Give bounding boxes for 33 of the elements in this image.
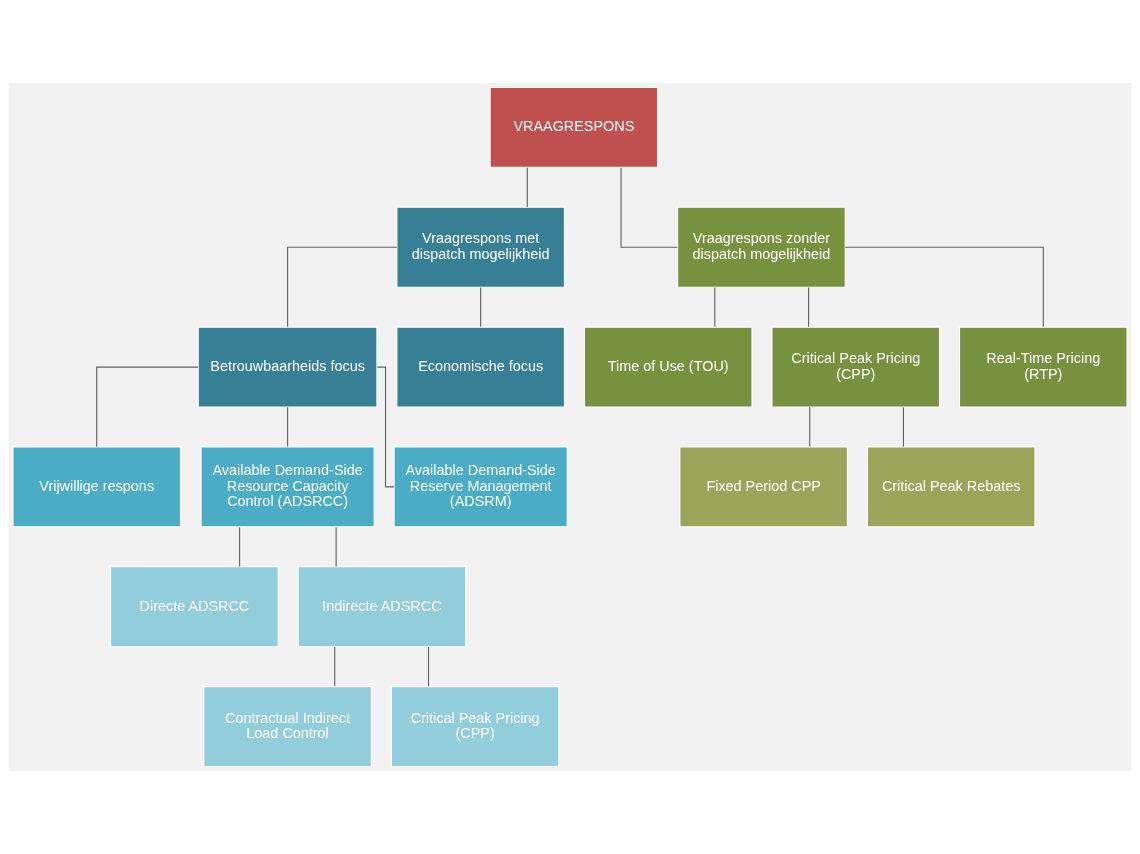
- connector: [287, 406, 289, 448]
- connector: [287, 246, 398, 328]
- connector: [480, 286, 482, 328]
- connector: [808, 286, 810, 328]
- node-box: VRAAGRESPONS: [489, 86, 659, 168]
- node-box: Fixed Period CPP: [679, 446, 848, 528]
- connector: [620, 167, 678, 248]
- node-box: Betrouwbaarheids focus: [197, 326, 378, 408]
- connector: [844, 246, 1044, 328]
- connector: [809, 406, 811, 448]
- connector: [526, 167, 528, 208]
- node-box: Indirecte ADSRCC: [297, 566, 467, 648]
- connector: [902, 406, 904, 448]
- connector: [239, 526, 241, 567]
- node-box: Available Demand-Side Reserve Management (ADSRM): [393, 446, 568, 528]
- node-box: Critical Peak Pricing (CPP): [771, 326, 941, 408]
- node-box: Available Demand-Side Resource Capacity Control (ADSRCC): [200, 446, 375, 528]
- connector: [96, 366, 199, 448]
- connector: [714, 286, 716, 328]
- node-box: Time of Use (TOU): [583, 326, 753, 408]
- node-box: Economische focus: [396, 326, 565, 408]
- node-box: Contractual Indirect Load Control: [203, 686, 372, 768]
- node-box: Real-Time Pricing (RTP): [958, 326, 1128, 408]
- connector: [334, 646, 336, 687]
- node-box: Vraagrespons zonder dispatch mogelijkheid: [677, 206, 846, 288]
- node-box: Critical Peak Pricing (CPP): [390, 686, 560, 768]
- node-box: Vrijwillige respons: [12, 446, 182, 528]
- connector: [376, 366, 395, 488]
- node-box: Critical Peak Rebates: [866, 446, 1036, 528]
- connector: [427, 646, 430, 687]
- node-box: Directe ADSRCC: [110, 566, 279, 648]
- connector: [335, 526, 337, 567]
- node-box: Vraagrespons met dispatch mogelijkheid: [396, 206, 565, 288]
